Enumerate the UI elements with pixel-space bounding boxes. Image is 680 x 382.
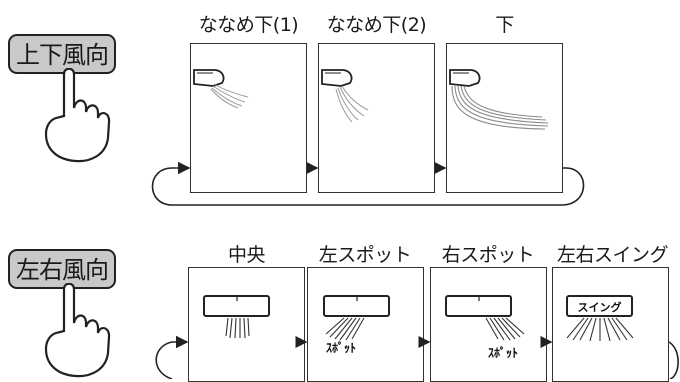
spot-tag: ｽﾎﾟｯﾄ xyxy=(326,340,356,355)
loop-return-arrow xyxy=(155,342,679,379)
swing-unit-text: スイング xyxy=(578,300,622,314)
airflow-icon xyxy=(325,317,365,341)
airflow-icon xyxy=(210,83,249,109)
airflow-icon xyxy=(485,317,525,341)
mode-label-diagonal-2: ななめ下(2) xyxy=(326,14,427,36)
ac-unit-front-icon xyxy=(203,295,633,317)
ac-unit-side-icon xyxy=(193,69,225,87)
airflow-icon xyxy=(566,317,634,342)
airflow-icon xyxy=(451,85,549,130)
airflow-icon xyxy=(225,317,250,339)
mode-panel-left-right-swing xyxy=(552,267,669,382)
mode-label-center: 中央 xyxy=(227,244,266,266)
mode-label-left-spot: 左スポット xyxy=(318,244,412,266)
loop-return-arrow xyxy=(151,161,585,206)
horizontal-airflow-button[interactable]: 左右風向 xyxy=(8,249,116,289)
mode-panel-down xyxy=(446,43,563,193)
mode-label-diagonal-1: ななめ下(1) xyxy=(198,14,299,36)
mode-panel-diagonal-1 xyxy=(190,43,307,193)
vertical-airflow-button[interactable]: 上下風向 xyxy=(8,34,116,74)
airflow-icon xyxy=(335,85,369,123)
mode-panel-diagonal-2 xyxy=(318,43,435,193)
pressing-hand-icon xyxy=(44,283,111,378)
ac-unit-side-icon xyxy=(449,69,481,87)
mode-panel-center xyxy=(188,267,305,382)
mode-panel-right-spot xyxy=(430,267,547,382)
mode-label-left-right-swing: 左右スイング xyxy=(556,244,669,266)
spot-tag: ｽﾎﾟｯﾄ xyxy=(488,345,518,360)
ac-unit-side-icon xyxy=(321,69,353,87)
mode-label-down: 下 xyxy=(495,14,514,36)
pressing-hand-icon xyxy=(44,68,111,163)
mode-label-right-spot: 右スポット xyxy=(441,244,535,266)
